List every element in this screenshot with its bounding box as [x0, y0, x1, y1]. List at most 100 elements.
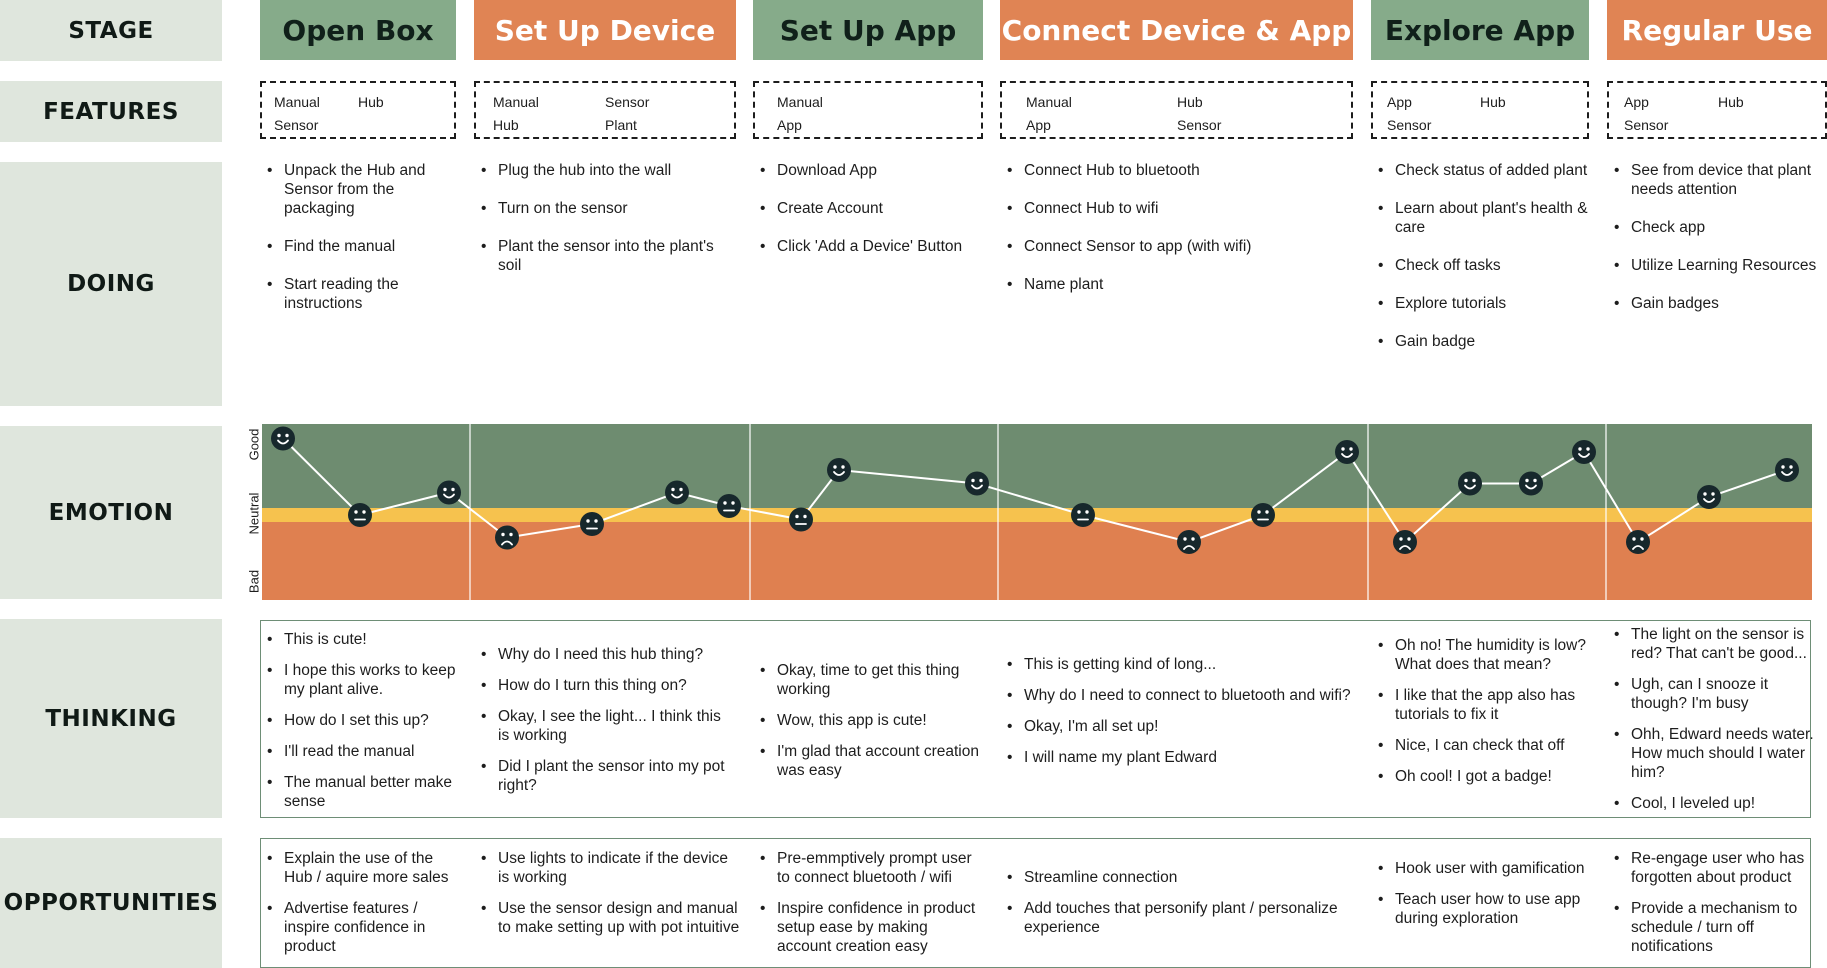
doing-list-explore-app: Check status of added plant Learn about … — [1378, 161, 1588, 370]
neutral-face-icon — [348, 503, 372, 527]
list-item: Plug the hub into the wall — [481, 161, 736, 180]
list-item: Okay, I'm all set up! — [1007, 717, 1352, 736]
list-item: Gain badge — [1378, 332, 1588, 351]
feature-tag: Sensor — [1387, 117, 1432, 133]
neutral-face-icon — [1071, 503, 1095, 527]
features-set-up-device: Manual Sensor Hub Plant — [474, 81, 736, 139]
list-item: This is cute! — [267, 630, 457, 649]
list-item: Streamline connection — [1007, 868, 1352, 887]
list-item: I'm glad that account creation was easy — [760, 742, 985, 780]
list-item: Check app — [1614, 218, 1827, 237]
happy-face-icon — [1519, 471, 1543, 496]
row-label-features: FEATURES — [0, 81, 222, 142]
list-item: Explore tutorials — [1378, 294, 1588, 313]
stage-header-explore-app: Explore App — [1371, 0, 1589, 60]
happy-face-icon — [827, 458, 851, 482]
feature-tag: App — [1026, 117, 1051, 133]
neutral-face-icon — [717, 494, 741, 518]
emotion-axis-good: Good — [246, 428, 262, 461]
list-item: Oh cool! I got a badge! — [1378, 767, 1593, 786]
stage-header-regular-use: Regular Use — [1607, 0, 1827, 60]
list-item: Okay, time to get this thing working — [760, 661, 985, 699]
features-open-box: Manual Hub Sensor — [260, 81, 456, 139]
list-item: Pre-emmptively prompt user to connect bl… — [760, 849, 985, 887]
list-item: Provide a mechanism to schedule / turn o… — [1614, 899, 1819, 956]
list-item: Teach user how to use app during explora… — [1378, 890, 1588, 928]
row-label-opportunities: OPPORTUNITIES — [0, 838, 222, 968]
list-item: Did I plant the sensor into my pot right… — [481, 757, 736, 795]
list-item: Check off tasks — [1378, 256, 1588, 275]
feature-tag: Sensor — [1177, 117, 1222, 133]
doing-list-set-up-device: Plug the hub into the wall Turn on the s… — [481, 161, 736, 294]
happy-face-icon — [437, 480, 461, 505]
feature-tag: Manual — [493, 94, 539, 110]
doing-list-set-up-app: Download App Create Account Click 'Add a… — [760, 161, 990, 275]
feature-tag: Manual — [777, 94, 823, 110]
list-item: See from device that plant needs attenti… — [1614, 161, 1827, 199]
feature-tag: Hub — [493, 117, 519, 133]
opportunities-list-open-box: Explain the use of the Hub / aquire more… — [267, 849, 462, 968]
list-item: Why do I need to connect to bluetooth an… — [1007, 686, 1352, 705]
emotion-chart — [262, 424, 1812, 600]
stage-header-open-box: Open Box — [260, 0, 456, 60]
neutral-face-icon — [789, 507, 813, 532]
sad-face-icon — [495, 525, 519, 550]
list-item: Start reading the instructions — [267, 275, 447, 313]
feature-tag: Sensor — [274, 117, 319, 133]
happy-face-icon — [1697, 485, 1721, 509]
list-item: Ugh, can I snooze it though? I'm busy — [1614, 675, 1819, 713]
feature-tag: App — [1624, 94, 1649, 110]
list-item: I like that the app also has tutorials t… — [1378, 686, 1593, 724]
list-item: Check status of added plant — [1378, 161, 1588, 180]
thinking-list-regular-use: The light on the sensor is red? That can… — [1614, 625, 1819, 825]
feature-tag: Hub — [1718, 94, 1744, 110]
list-item: Hook user with gamification — [1378, 859, 1588, 878]
feature-tag: Sensor — [1624, 117, 1669, 133]
opportunities-list-connect-device-app: Streamline connection Add touches that p… — [1007, 868, 1352, 949]
feature-tag: Plant — [605, 117, 637, 133]
list-item: I hope this works to keep my plant alive… — [267, 661, 457, 699]
row-label-stage: STAGE — [0, 0, 222, 61]
happy-face-icon — [1775, 458, 1799, 482]
sad-face-icon — [1626, 530, 1650, 554]
doing-list-regular-use: See from device that plant needs attenti… — [1614, 161, 1827, 332]
feature-tag: Sensor — [605, 94, 650, 110]
happy-face-icon — [965, 471, 989, 496]
list-item: Ohh, Edward needs water. How much should… — [1614, 725, 1819, 782]
list-item: Add touches that personify plant / perso… — [1007, 899, 1352, 937]
feature-tag: Hub — [1480, 94, 1506, 110]
doing-list-connect-device-app: Connect Hub to bluetooth Connect Hub to … — [1007, 161, 1357, 313]
feature-tag: Hub — [1177, 94, 1203, 110]
list-item: Okay, I see the light... I think this is… — [481, 707, 736, 745]
list-item: Inspire confidence in product setup ease… — [760, 899, 985, 956]
list-item: Unpack the Hub and Sensor from the packa… — [267, 161, 447, 218]
stage-header-connect-device-app: Connect Device & App — [1000, 0, 1353, 60]
list-item: Click 'Add a Device' Button — [760, 237, 990, 256]
list-item: Use lights to indicate if the device is … — [481, 849, 741, 887]
emotion-axis-neutral: Neutral — [246, 492, 262, 535]
happy-face-icon — [1335, 440, 1359, 464]
thinking-list-set-up-device: Why do I need this hub thing? How do I t… — [481, 645, 736, 807]
list-item: I'll read the manual — [267, 742, 457, 761]
list-item: Learn about plant's health & care — [1378, 199, 1588, 237]
thinking-frame — [260, 620, 1811, 818]
list-item: Gain badges — [1614, 294, 1827, 313]
opportunities-list-set-up-device: Use lights to indicate if the device is … — [481, 849, 741, 949]
row-label-thinking: THINKING — [0, 619, 222, 818]
thinking-list-set-up-app: Okay, time to get this thing working Wow… — [760, 661, 985, 792]
list-item: The light on the sensor is red? That can… — [1614, 625, 1819, 663]
list-item: Turn on the sensor — [481, 199, 736, 218]
stage-header-set-up-device: Set Up Device — [474, 0, 736, 60]
doing-list-open-box: Unpack the Hub and Sensor from the packa… — [267, 161, 447, 332]
list-item: How do I set this up? — [267, 711, 457, 730]
stage-header-set-up-app: Set Up App — [753, 0, 983, 60]
list-item: Explain the use of the Hub / aquire more… — [267, 849, 462, 887]
neutral-band — [262, 508, 1812, 522]
sad-face-icon — [1177, 530, 1201, 554]
features-explore-app: App Hub Sensor — [1371, 81, 1589, 139]
happy-face-icon — [271, 426, 295, 451]
feature-tag: Manual — [274, 94, 320, 110]
opportunities-list-regular-use: Re-engage user who has forgotten about p… — [1614, 849, 1819, 968]
list-item: Nice, I can check that off — [1378, 736, 1593, 755]
happy-face-icon — [1572, 440, 1596, 464]
